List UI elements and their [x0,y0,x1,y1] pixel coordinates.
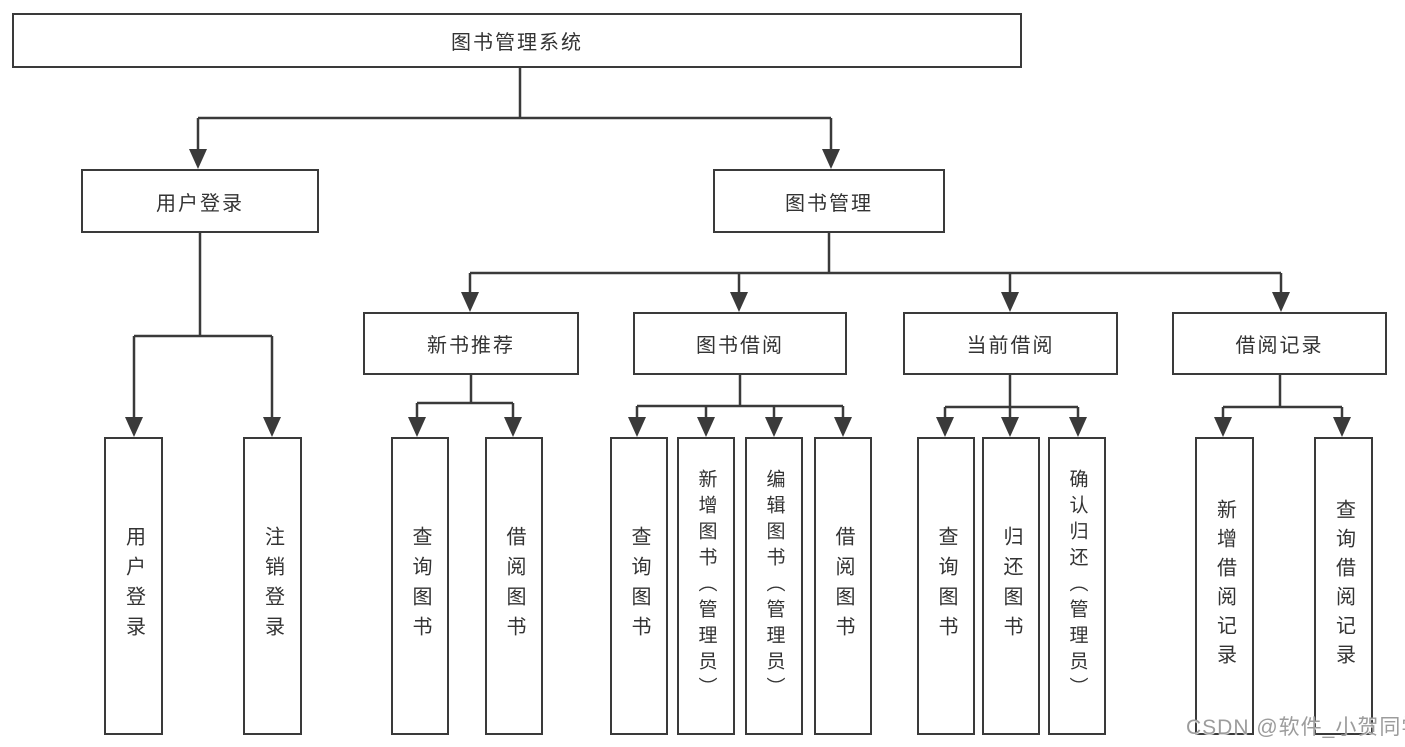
leaf-label: 编辑图书（管理员） [763,469,785,703]
leaf-query-borrow-record: 查询借阅记录 [1314,437,1373,735]
leaf-add-books-admin: 新增图书（管理员） [677,437,735,735]
leaf-borrow-books: 借阅图书 [485,437,543,735]
leaf-user-login: 用户登录 [104,437,163,735]
node-borrow-records: 借阅记录 [1172,312,1387,375]
leaf-label: 用户登录 [122,526,145,646]
arrowheads [125,149,1351,437]
leaf-query-books: 查询图书 [917,437,975,735]
node-book-borrow: 图书借阅 [633,312,847,375]
node-library-system: 图书管理系统 [12,13,1022,68]
leaf-edit-books-admin: 编辑图书（管理员） [745,437,803,735]
leaf-add-borrow-record: 新增借阅记录 [1195,437,1254,735]
leaf-label: 新增图书（管理员） [695,469,717,703]
leaf-query-books: 查询图书 [610,437,668,735]
leaf-label: 查询借阅记录 [1332,499,1355,673]
leaf-label: 查询图书 [935,526,957,646]
leaf-label: 借阅图书 [503,526,525,646]
node-user-login: 用户登录 [81,169,319,233]
node-current-borrow: 当前借阅 [903,312,1118,375]
leaf-return-books: 归还图书 [982,437,1040,735]
leaf-label: 查询图书 [628,526,650,646]
leaf-confirm-return-admin: 确认归还（管理员） [1048,437,1106,735]
node-book-management: 图书管理 [713,169,945,233]
leaf-label: 查询图书 [409,526,431,646]
node-new-book-recommend: 新书推荐 [363,312,579,375]
leaf-borrow-books: 借阅图书 [814,437,872,735]
leaf-label: 归还图书 [1000,526,1022,646]
watermark: CSDN @软件_小贺同学 [1186,716,1405,739]
leaf-label: 确认归还（管理员） [1066,469,1088,703]
leaf-logout: 注销登录 [243,437,302,735]
leaf-query-books: 查询图书 [391,437,449,735]
leaf-label: 新增借阅记录 [1213,499,1236,673]
leaf-label: 借阅图书 [832,526,854,646]
leaf-label: 注销登录 [261,526,284,646]
